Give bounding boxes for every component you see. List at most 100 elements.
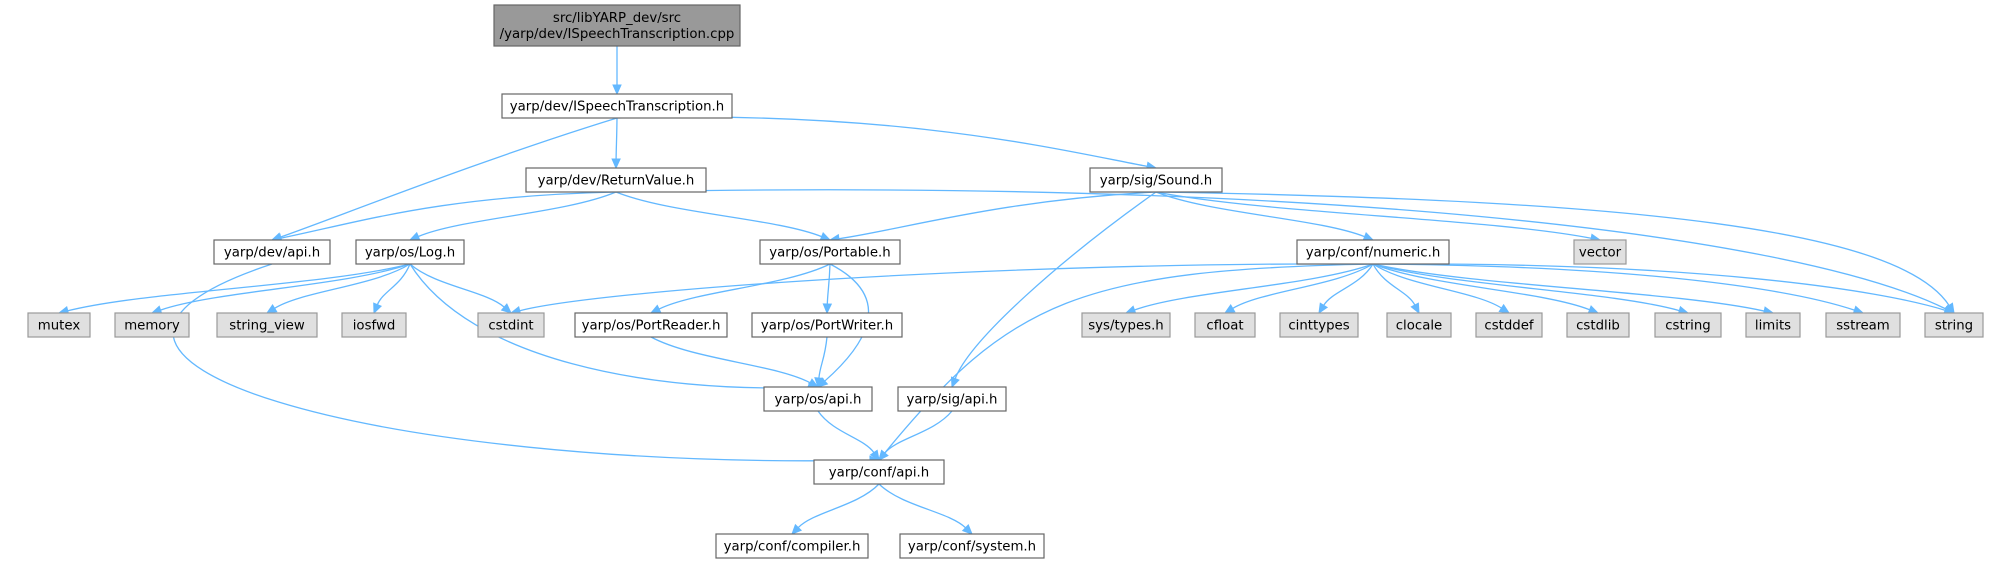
node-box-string <box>1924 312 1984 338</box>
edge-conf_numeric_h-to-limits <box>1372 263 1765 312</box>
node-label-os_portable_h: yarp/os/Portable.h <box>769 246 890 261</box>
edge-conf_api_h-to-conf_compiler_h <box>797 483 880 528</box>
node-memory: memory <box>114 312 190 338</box>
edge-sound_h-to-string <box>1155 191 1950 306</box>
node-box-clocale <box>1386 312 1452 338</box>
node-returnvalue_h[interactable]: yarp/dev/ReturnValue.h <box>525 167 707 193</box>
arrowhead-conf_numeric_h-to-cinttypes <box>1318 302 1329 315</box>
node-box-cstring <box>1654 312 1722 338</box>
node-box-memory <box>114 312 190 338</box>
node-limits: limits <box>1745 312 1801 338</box>
node-box-sig_api_h <box>897 386 1007 412</box>
node-cinttypes: cinttypes <box>1279 312 1359 338</box>
arrowhead-sound_h-to-sig_api_h <box>950 376 960 389</box>
node-box-string_view <box>216 312 318 338</box>
node-label-conf_system_h: yarp/conf/system.h <box>908 540 1036 555</box>
node-label-root: src/libYARP_dev/src <box>553 11 681 26</box>
node-ispeech_h[interactable]: yarp/dev/ISpeechTranscription.h <box>501 93 733 119</box>
edge-conf_numeric_h-to-sys_types_h <box>1134 263 1374 311</box>
edge-sound_h-to-vector <box>1155 191 1592 239</box>
node-box-conf_compiler_h <box>715 533 869 559</box>
edge-os_portable_h-to-os_portwriter_h <box>826 263 831 305</box>
node-os_portwriter_h[interactable]: yarp/os/PortWriter.h <box>751 312 903 338</box>
arrowhead-conf_api_h-to-conf_compiler_h <box>791 523 803 535</box>
edge-sig_api_h-to-conf_api_h <box>884 410 953 454</box>
node-label-sig_api_h: yarp/sig/api.h <box>907 393 998 408</box>
node-label-clocale: clocale <box>1396 319 1442 334</box>
edge-conf_api_h-to-conf_system_h <box>878 483 966 529</box>
node-os_log_h[interactable]: yarp/os/Log.h <box>355 239 465 265</box>
node-box-dev_api_h <box>213 239 331 265</box>
node-label-iosfwd: iosfwd <box>353 319 396 334</box>
node-string_view: string_view <box>216 312 318 338</box>
arrowhead-os_api_h-to-conf_api_h <box>869 449 880 462</box>
node-label-conf_compiler_h: yarp/conf/compiler.h <box>724 540 861 555</box>
node-label-memory: memory <box>124 319 180 334</box>
node-box-os_portable_h <box>759 239 901 265</box>
node-label-os_log_h: yarp/os/Log.h <box>365 246 455 261</box>
node-mutex: mutex <box>27 312 91 338</box>
node-label-sstream: sstream <box>1836 319 1890 334</box>
node-cstddef: cstddef <box>1475 312 1543 338</box>
node-conf_numeric_h[interactable]: yarp/conf/numeric.h <box>1296 239 1450 265</box>
node-os_portreader_h[interactable]: yarp/os/PortReader.h <box>574 312 728 338</box>
node-cstdint: cstdint <box>477 312 545 338</box>
node-label-cstdlib: cstdlib <box>1576 319 1620 334</box>
edge-conf_numeric_h-to-cfloat <box>1232 263 1374 309</box>
node-box-sound_h <box>1089 167 1223 193</box>
node-os_api_h[interactable]: yarp/os/api.h <box>763 386 873 412</box>
node-sound_h[interactable]: yarp/sig/Sound.h <box>1089 167 1223 193</box>
node-label-cfloat: cfloat <box>1206 319 1243 334</box>
node-box-sstream <box>1825 312 1901 338</box>
edges-layer <box>57 46 1956 535</box>
node-dev_api_h[interactable]: yarp/dev/api.h <box>213 239 331 265</box>
edge-os_api_h-to-conf_api_h <box>817 410 875 453</box>
node-sig_api_h[interactable]: yarp/sig/api.h <box>897 386 1007 412</box>
node-box-conf_system_h <box>899 533 1045 559</box>
node-sys_types_h: sys/types.h <box>1081 312 1171 338</box>
node-label-conf_api_h: yarp/conf/api.h <box>829 466 929 481</box>
arrowhead-os_portable_h-to-os_portreader_h <box>649 304 662 314</box>
edge-conf_numeric_h-to-sstream <box>1372 263 1855 311</box>
node-box-os_portreader_h <box>574 312 728 338</box>
edge-conf_numeric_h-to-cstring <box>1372 263 1680 312</box>
arrowhead-returnvalue_h-to-os_log_h <box>408 231 421 241</box>
node-label-os_api_h: yarp/os/api.h <box>775 393 862 408</box>
node-label-conf_numeric_h: yarp/conf/numeric.h <box>1306 246 1441 261</box>
node-box-os_portwriter_h <box>751 312 903 338</box>
node-box-os_api_h <box>763 386 873 412</box>
node-conf_api_h[interactable]: yarp/conf/api.h <box>813 459 945 485</box>
node-conf_compiler_h[interactable]: yarp/conf/compiler.h <box>715 533 869 559</box>
node-label-os_portreader_h: yarp/os/PortReader.h <box>582 319 721 334</box>
edge-conf_numeric_h-to-cstdlib <box>1372 263 1590 311</box>
node-box-ispeech_h <box>501 93 733 119</box>
node-box-conf_api_h <box>813 459 945 485</box>
arrowhead-os_portable_h-to-os_portwriter_h <box>822 303 833 315</box>
node-os_portable_h[interactable]: yarp/os/Portable.h <box>759 239 901 265</box>
edge-conf_numeric_h-to-string <box>1372 263 1946 311</box>
edge-os_log_h-to-os_api_h <box>409 263 810 389</box>
edge-returnvalue_h-to-string <box>615 189 1947 310</box>
node-box-limits <box>1745 312 1801 338</box>
node-box-vector <box>1573 239 1627 265</box>
node-label-cinttypes: cinttypes <box>1288 319 1349 334</box>
node-label-sound_h: yarp/sig/Sound.h <box>1100 174 1212 189</box>
edge-ispeech_h-to-returnvalue_h <box>615 117 618 160</box>
arrowhead-conf_numeric_h-to-cstdlib <box>1587 305 1600 314</box>
node-box-iosfwd <box>341 312 407 338</box>
node-label-cstdint: cstdint <box>488 319 533 334</box>
edge-conf_numeric_h-to-conf_api_h <box>884 263 1374 454</box>
node-root[interactable]: src/libYARP_dev/src/yarp/dev/ISpeechTran… <box>493 4 741 47</box>
edge-conf_numeric_h-to-cstddef <box>1372 263 1502 309</box>
arrowhead-sound_h-to-conf_numeric_h <box>1362 232 1375 241</box>
edge-ispeech_h-to-dev_api_h <box>280 117 618 238</box>
arrowhead-returnvalue_h-to-os_portable_h <box>819 232 832 241</box>
node-label-mutex: mutex <box>38 319 81 334</box>
arrowhead-os_log_h-to-iosfwd <box>373 302 383 315</box>
node-conf_system_h[interactable]: yarp/conf/system.h <box>899 533 1045 559</box>
node-cfloat: cfloat <box>1194 312 1256 338</box>
edge-os_portwriter_h-to-os_api_h <box>818 336 828 379</box>
node-label-dev_api_h: yarp/dev/api.h <box>224 246 320 261</box>
edge-os_log_h-to-string_view <box>274 263 411 309</box>
